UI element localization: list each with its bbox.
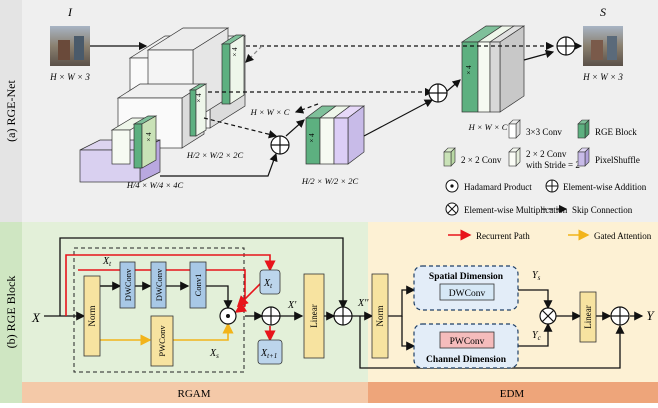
encoder-level2-stack (116, 83, 208, 149)
rgam-label: RGAM (177, 388, 210, 400)
pwconv-box (150, 315, 174, 367)
encoder-level1-multiplier: × 4 (231, 47, 239, 57)
mult-node (539, 307, 557, 325)
legend-add-icon (545, 179, 559, 193)
output-y: Y (646, 308, 655, 323)
x-prime-label: X' (287, 300, 297, 311)
output-dims: H × W × 3 (582, 72, 623, 82)
legend-conv2-label: 2 × 2 Conv (461, 155, 502, 165)
edm-label: EDM (500, 388, 525, 400)
encoder-level2-multiplier: × 4 (195, 93, 203, 103)
ys-label: Ys (532, 270, 541, 282)
output-symbol: S (600, 5, 606, 19)
xs-label: Xs (209, 348, 219, 360)
dims-h2-right: H/2 × W/2 × 2C (301, 176, 359, 186)
norm2-label: Norm (375, 306, 385, 327)
norm1-label: Norm (87, 306, 97, 327)
linear2-box (579, 291, 597, 343)
add-node-rgam (261, 306, 281, 326)
spatial-conv-box (439, 283, 495, 301)
dwconv1-label: DWConv (123, 268, 133, 301)
output-image (583, 26, 623, 66)
legend-rge-block-label: RGE Block (595, 127, 637, 137)
add-node-final (610, 306, 630, 326)
legend-conv2 (443, 147, 456, 167)
channel-title: Channel Dimension (426, 355, 507, 365)
x-dprime-label: X'' (357, 298, 369, 309)
input-dims: H × W × 3 (49, 72, 90, 82)
decoder-level1-stack (460, 25, 526, 113)
legend-conv2-stride-line1: 2 × 2 Conv (526, 149, 567, 159)
xt1-box (257, 339, 283, 365)
dims-hwc-right: H × W × C (468, 122, 508, 132)
conv1-label: Conv1 (193, 274, 203, 297)
conv1-box (189, 261, 207, 309)
legend-skip-label: Skip Connection (572, 205, 633, 215)
legend-conv3 (508, 119, 521, 139)
norm1-box (83, 275, 101, 357)
linear1-box (303, 273, 325, 359)
norm2-box (371, 273, 389, 359)
dwconv2-label: DWConv (154, 268, 164, 301)
linear1-label: Linear (309, 304, 319, 327)
decoder-level2-stack (304, 105, 366, 165)
input-symbol: I (67, 5, 73, 19)
legend-pixelshuffle-label: PixelShuffle (595, 155, 640, 165)
xt-in-label: Xt (102, 256, 112, 268)
xt1-box-label: Xt+1 (260, 348, 277, 360)
encoder-level3-stack (79, 115, 161, 183)
legend-hadamard-icon (445, 179, 459, 193)
add-node-mid (270, 135, 290, 155)
top-label-strip (0, 0, 22, 222)
xt-box (259, 269, 281, 295)
add-node-upper (428, 83, 448, 103)
yc-label: Yc (532, 330, 542, 342)
legend-pixelshuffle (577, 147, 590, 167)
legend-gated-label: Gated Attention (594, 231, 652, 241)
bottom-label-strip (0, 222, 22, 403)
dims-hwc-left: H × W × C (250, 107, 290, 117)
hadamard-node (219, 307, 237, 325)
channel-conv-box (439, 331, 495, 349)
linear2-label: Linear (583, 305, 593, 328)
spatial-title: Spatial Dimension (429, 272, 504, 282)
pwconv-label: PWConv (157, 325, 167, 357)
rgam-bar (22, 382, 368, 403)
dims-h4: H/4 × W/4 × 4C (126, 180, 184, 190)
dwconv1-box (119, 261, 136, 309)
dims-h2-left: H/2 × W/2 × 2C (186, 150, 244, 160)
legend-conv2-stride (508, 147, 521, 167)
legend-recurrent-label: Recurrent Path (476, 231, 530, 241)
legend-mult-icon (445, 202, 459, 216)
gated-path (98, 322, 234, 346)
legend-add-label: Element-wise Addition (563, 182, 647, 192)
bottom-section-label: (b) RGE Block (4, 276, 18, 349)
decoder-level2-multiplier: × 4 (308, 133, 316, 143)
top-section-label: (a) RGE-Net (4, 80, 18, 142)
dwconv2-box (150, 261, 167, 309)
add-node-block (333, 306, 353, 326)
decoder-level1-multiplier: × 4 (465, 65, 473, 75)
edm-bar (368, 382, 658, 403)
spatial-conv-label: DWConv (449, 289, 486, 299)
add-node-output (556, 36, 576, 56)
top-arrows (90, 41, 583, 177)
legend-mult-label: Element-wise Multiplication (464, 205, 568, 215)
input-x: X (31, 310, 41, 325)
legend-conv3-label: 3×3 Conv (526, 127, 562, 137)
skip-connections (203, 41, 555, 139)
xt-box-label: Xt (263, 278, 273, 290)
input-image (50, 26, 90, 66)
encoder-level3-multiplier: × 4 (145, 132, 153, 142)
legend-conv2-stride-line2: with Stride = 2 (526, 160, 580, 170)
legend-rge-block (577, 119, 590, 139)
channel-conv-label: PWConv (450, 337, 485, 347)
legend-hadamard-label: Hadamard Product (464, 182, 532, 192)
